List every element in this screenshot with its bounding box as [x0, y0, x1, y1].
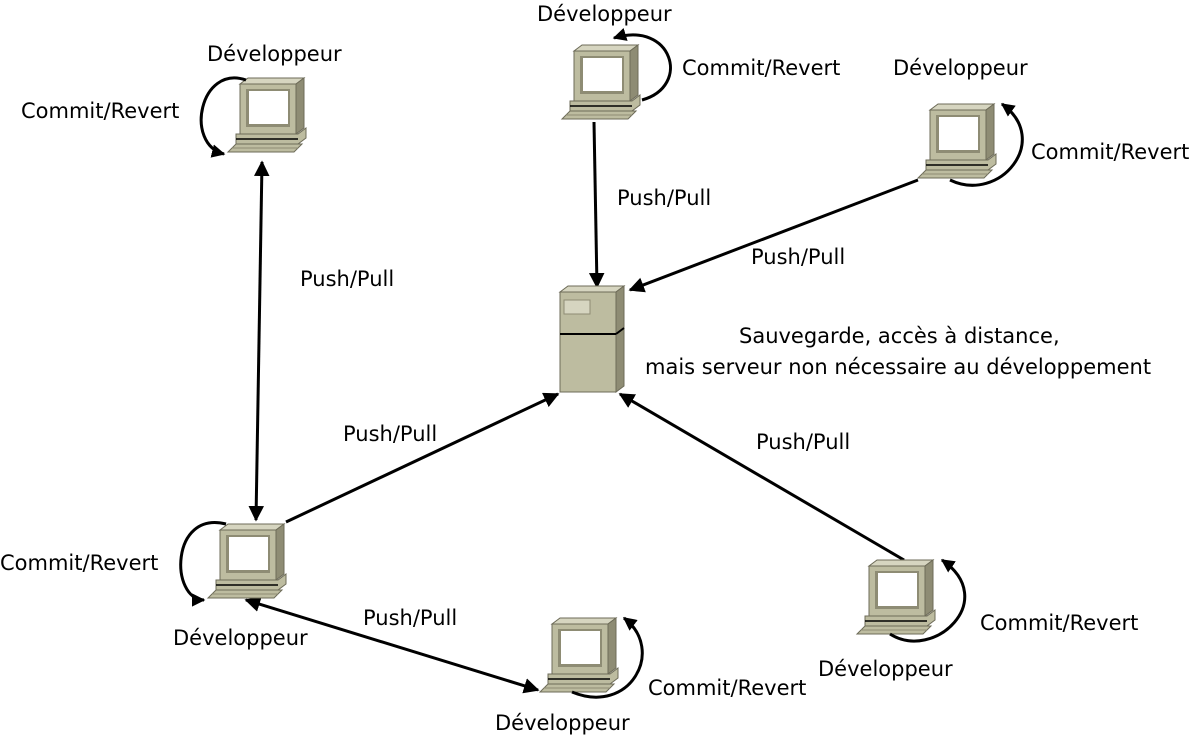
desktop-computer-icon [539, 617, 619, 693]
server-tower-icon [558, 285, 626, 393]
push-pull-label-bottom: Push/Pull [363, 606, 457, 630]
push-pull-label-bottomleft-server: Push/Pull [343, 422, 437, 446]
push-pull-label-topcenter: Push/Pull [617, 186, 711, 210]
commit-revert-loop-icon [889, 558, 967, 643]
developer-computer-bottomright [856, 558, 967, 643]
push-pull-label-left: Push/Pull [300, 267, 394, 291]
desktop-computer-icon [856, 559, 936, 635]
desktop-computer-icon [917, 103, 997, 179]
push-pull-label-topright: Push/Pull [751, 245, 845, 269]
commit-revert-loop-icon [179, 521, 227, 607]
desktop-computer-icon [227, 77, 307, 153]
commit-revert-label-bottomleft: Commit/Revert [0, 551, 158, 575]
developer-label-topright: Développeur [893, 56, 1028, 80]
arrow-bottomleft-server [285, 392, 560, 524]
developer-label-topleft: Développeur [207, 42, 342, 66]
server-note-line1: Sauvegarde, accès à distance, [739, 324, 1060, 348]
commit-revert-label-topcenter: Commit/Revert [682, 56, 840, 80]
push-pull-label-bottomright-server: Push/Pull [756, 430, 850, 454]
desktop-computer-icon [207, 523, 287, 599]
commit-revert-loop-icon [612, 27, 672, 102]
arrow-topleft-bottomleft [248, 160, 270, 522]
arrow-topcenter-server [588, 121, 605, 289]
developer-computer-topcenter [561, 27, 672, 120]
desktop-computer-icon [561, 44, 641, 120]
commit-revert-label-bottomright: Commit/Revert [980, 611, 1138, 635]
commit-revert-label-topright: Commit/Revert [1031, 140, 1189, 164]
commit-revert-loop-icon [949, 102, 1024, 187]
developer-computer-topleft [199, 76, 307, 158]
developer-label-topcenter: Développeur [537, 2, 672, 26]
arrow-bottomright-server [618, 392, 905, 562]
server-note-line2: mais serveur non nécessaire au développe… [645, 355, 1151, 379]
developer-computer-topright [917, 102, 1024, 187]
commit-revert-label-topleft: Commit/Revert [21, 99, 179, 123]
commit-revert-loop-icon [199, 76, 247, 158]
commit-revert-loop-icon [571, 616, 644, 699]
arrow-bottomleft-bottomcenter [244, 596, 540, 694]
developer-label-bottomcenter: Développeur [495, 711, 630, 735]
developer-computer-bottomcenter [539, 616, 644, 699]
arrow-topright-server [628, 178, 919, 293]
developer-label-bottomleft: Développeur [173, 626, 308, 650]
connection-arrows [244, 121, 919, 694]
developer-label-bottomright: Développeur [818, 657, 953, 681]
commit-revert-label-bottomcenter: Commit/Revert [648, 676, 806, 700]
developer-computer-bottomleft [179, 521, 287, 607]
